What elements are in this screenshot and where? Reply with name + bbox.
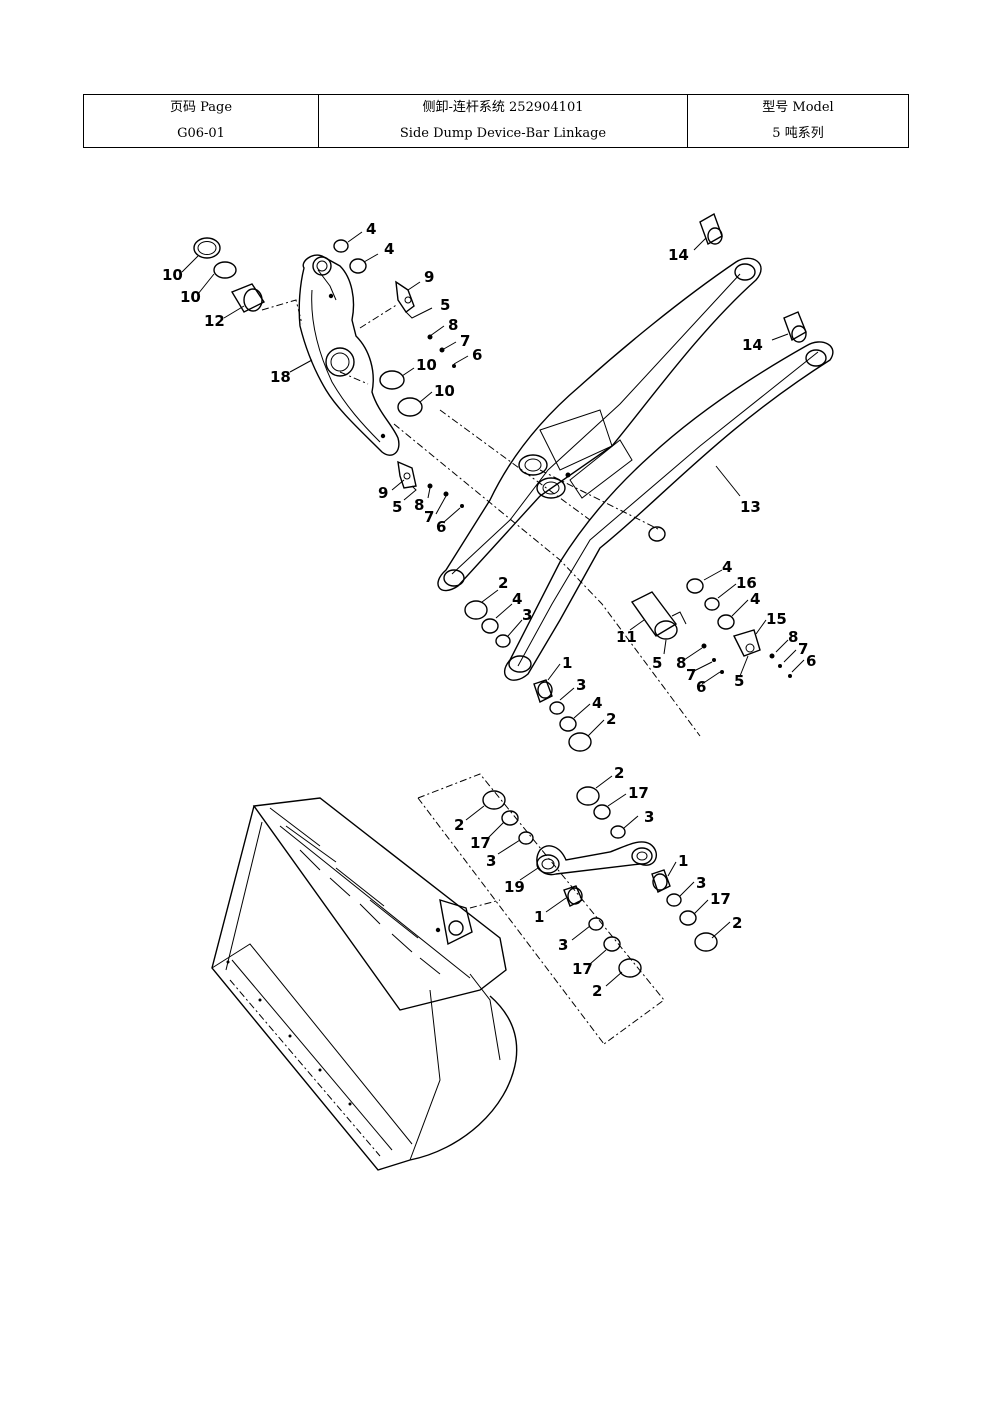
callout-label: 5 [652, 654, 662, 672]
callout-label: 10 [434, 382, 455, 400]
callout-label: 8 [676, 654, 686, 672]
page-number: G06-01 [177, 126, 225, 141]
callout-label: 7 [424, 508, 434, 526]
callout-label: 9 [378, 484, 388, 502]
callout-label: 7 [686, 666, 696, 684]
callout-label: 10 [416, 356, 437, 374]
callout-label: 6 [472, 346, 482, 364]
callout-label: 14 [742, 336, 763, 354]
callout-label: 2 [498, 574, 508, 592]
bucket-drawing [211, 797, 518, 1171]
callout-label: 3 [558, 936, 568, 954]
callout-label: 1 [562, 654, 572, 672]
callout-label: 9 [424, 268, 434, 286]
callout-label: 16 [736, 574, 757, 592]
page-label: 页码 Page [169, 100, 233, 115]
callout-label: 5 [734, 672, 744, 690]
callout-label: 2 [614, 764, 624, 782]
callout-label: 7 [460, 332, 470, 350]
callout-label: 3 [696, 874, 706, 892]
title-english: Side Dump Device-Bar Linkage [399, 126, 607, 141]
callout-label: 18 [270, 368, 291, 386]
callout-label: 2 [732, 914, 742, 932]
leader-lines [181, 231, 805, 987]
callout-label: 5 [392, 498, 402, 516]
callout-label: 6 [436, 518, 446, 536]
callout-label: 17 [710, 890, 731, 908]
callout-label: 10 [180, 288, 201, 306]
link-bar-drawing [536, 841, 658, 876]
callout-label: 5 [440, 296, 450, 314]
callout-label: 13 [740, 498, 761, 516]
model-value: 5 吨系列 [772, 126, 824, 141]
callout-label: 4 [366, 220, 376, 238]
callout-label: 4 [592, 694, 602, 712]
callout-label: 14 [668, 246, 689, 264]
callout-label: 6 [696, 678, 706, 696]
callout-label: 17 [470, 834, 491, 852]
callout-label: 4 [722, 558, 732, 576]
callout-label: 7 [798, 640, 808, 658]
callout-label: 2 [606, 710, 616, 728]
callout-label: 17 [572, 960, 593, 978]
bell-crank-drawing [298, 254, 400, 456]
page-cell: 页码 Page G06-01 [83, 94, 319, 148]
callout-label: 8 [788, 628, 798, 646]
callout-label: 1 [678, 852, 688, 870]
upper-left-parts [193, 237, 464, 508]
callout-label: 8 [448, 316, 458, 334]
callout-label: 15 [766, 610, 787, 628]
callout-label: 3 [522, 606, 532, 624]
callout-label: 19 [504, 878, 525, 896]
callout-label: 12 [204, 312, 225, 330]
lower-pin-stack [464, 600, 592, 752]
callout-labels: 4 4 10 10 12 9 5 8 7 6 18 10 10 14 14 13… [162, 220, 816, 1000]
callout-label: 2 [454, 816, 464, 834]
model-cell: 型号 Model 5 吨系列 [687, 94, 909, 148]
callout-label: 6 [806, 652, 816, 670]
boom-arms-drawing [437, 212, 834, 681]
callout-label: 4 [750, 590, 760, 608]
callout-label: 10 [162, 266, 183, 284]
upper-assembly-lines [261, 299, 701, 737]
lower-assembly-lines [417, 773, 665, 1045]
model-label: 型号 Model [762, 100, 834, 115]
title-block: 页码 Page G06-01 侧卸-连杆系统 252904101 Side Du… [83, 94, 909, 148]
callout-label: 2 [592, 982, 602, 1000]
title-cell: 侧卸-连杆系统 252904101 Side Dump Device-Bar L… [318, 94, 688, 148]
title-chinese: 侧卸-连杆系统 252904101 [422, 100, 584, 115]
callout-label: 17 [628, 784, 649, 802]
callout-label: 11 [616, 628, 637, 646]
callout-label: 3 [486, 852, 496, 870]
callout-label: 3 [644, 808, 654, 826]
callout-label: 8 [414, 496, 424, 514]
callout-label: 4 [512, 590, 522, 608]
callout-label: 1 [534, 908, 544, 926]
callout-label: 4 [384, 240, 394, 258]
right-pin-stack [630, 578, 792, 678]
callout-label: 3 [576, 676, 586, 694]
